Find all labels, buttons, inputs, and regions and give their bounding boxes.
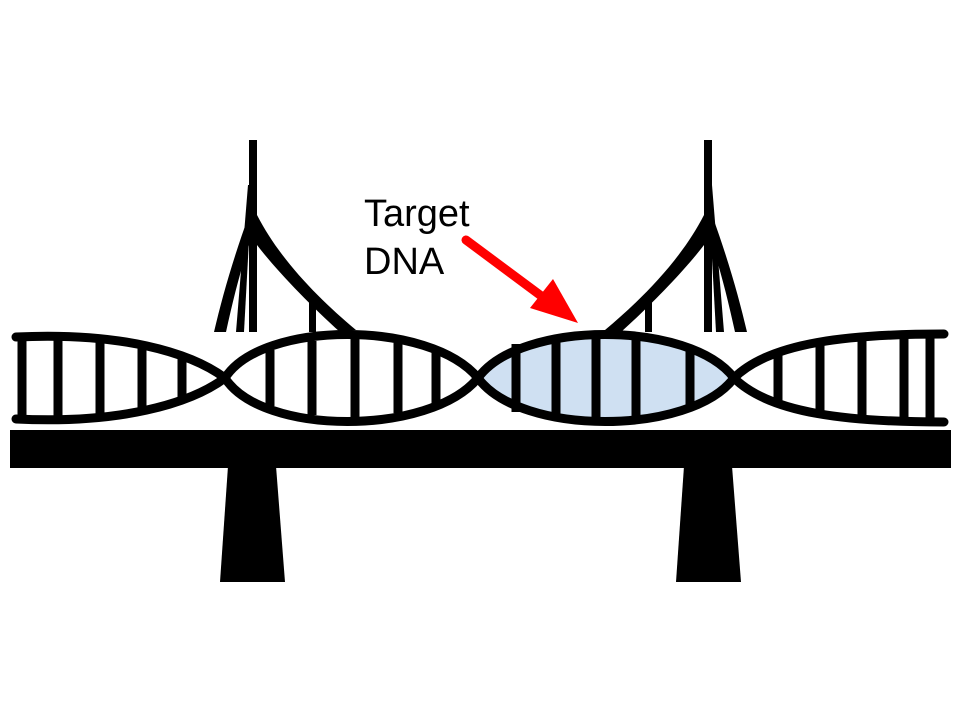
target-segment-highlight bbox=[478, 334, 734, 422]
left-pier bbox=[220, 466, 285, 582]
arrow-icon bbox=[461, 235, 578, 323]
bridge-towers bbox=[214, 140, 747, 332]
annotation-line-1: Target bbox=[364, 193, 470, 235]
dna-strand-top bbox=[11, 329, 949, 386]
dna-strand-bottom bbox=[11, 370, 949, 427]
bridge-deck bbox=[10, 430, 951, 582]
left-tower bbox=[214, 140, 356, 332]
target-annotation: Target DNA bbox=[364, 193, 578, 323]
right-tower bbox=[605, 140, 747, 332]
deck bbox=[10, 430, 951, 468]
annotation-line-2: DNA bbox=[364, 241, 445, 283]
right-pier bbox=[676, 466, 741, 582]
dna-helix bbox=[11, 329, 949, 427]
dna-rungs bbox=[17, 334, 935, 422]
